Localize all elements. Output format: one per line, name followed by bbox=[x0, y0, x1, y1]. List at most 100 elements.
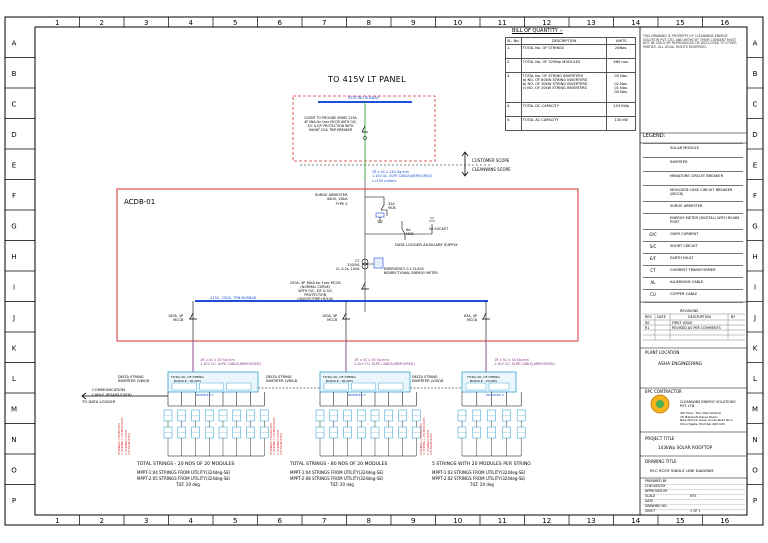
column-label: 8 bbox=[367, 19, 371, 27]
column-label: 7 bbox=[322, 517, 326, 525]
cleanwins-scope-label: CLEANWINS SCOPE bbox=[472, 167, 511, 172]
column-label: 13 bbox=[587, 19, 596, 27]
single-line-diagram bbox=[81, 95, 579, 457]
feeder-3-mppt1: MPPT-1:03 STRINGS FROM UTILITY(324deg-SE… bbox=[432, 470, 526, 475]
surge-arrester-icon bbox=[375, 212, 385, 218]
title-block-key: DATE bbox=[645, 499, 654, 503]
bom-units: 143 kWp bbox=[606, 102, 636, 117]
title-block-key: SHEET bbox=[645, 509, 656, 513]
bom-row: 2. TOTAL No. OF 325Wp MODULES 460 nos. bbox=[505, 58, 636, 73]
company-name: CLEANWINS ENERGY SOLUTIONS PVT. LTD. bbox=[680, 400, 736, 409]
rev-header-date: DATE bbox=[657, 315, 666, 319]
row-label: A bbox=[12, 39, 17, 47]
bom-table: SL. No. DESCRIPTION UNITS 1. TOTAL No. O… bbox=[505, 37, 636, 131]
legend-label: INVERTER bbox=[670, 160, 688, 164]
column-label: 2 bbox=[100, 517, 104, 525]
column-label: 5 bbox=[233, 517, 237, 525]
surge-arrester-label: SURGE ARRESTER 440V, 20kA TYPE 2 bbox=[315, 193, 348, 206]
spd-mcb-label: 32A MCB bbox=[388, 202, 396, 211]
legend-item: SURGE ARRESTER bbox=[643, 201, 743, 214]
rev-row-desc: REVISED AS PER COMMENTS bbox=[672, 326, 721, 330]
row-label: K bbox=[12, 344, 17, 352]
column-label: 15 bbox=[676, 19, 685, 27]
feeder-mccb-icon bbox=[342, 312, 350, 320]
panel-busbar-label: 415V, 250A, TPN BUSBAR bbox=[210, 296, 257, 300]
ct-icon bbox=[361, 258, 369, 266]
feeder-1-cable: 1R x 4C x 35 Sq.mm 1.1kV CU. XLPE CABLE(… bbox=[200, 358, 261, 367]
feeder-1-mppt2: MPPT-2:05 STRINGS FROM UTILITY(324deg-SE… bbox=[137, 476, 231, 481]
acdb-label: ACDB-01 bbox=[124, 198, 156, 206]
row-label: F bbox=[753, 192, 757, 200]
column-label: 7 bbox=[322, 19, 326, 27]
row-label: N bbox=[11, 436, 16, 444]
column-label: 1 bbox=[55, 517, 59, 525]
rev-header-description: DESCRIPTION bbox=[688, 315, 711, 319]
legend-label: MINIATURE CIRCUIT BREAKER bbox=[670, 174, 724, 178]
title-block-value: 1 OF 1 bbox=[690, 509, 701, 513]
legend-label: CURRENT TRANSFORMER bbox=[670, 268, 716, 272]
arrow-left-icon bbox=[81, 392, 87, 400]
bom-row: 1. TOTAL No. OF STRINGS 20Nos. bbox=[505, 44, 636, 59]
feeder-2-mppt2: MPPT-2:08 STRINGS FROM UTILITY(324deg-SE… bbox=[290, 476, 384, 481]
column-label: 3 bbox=[144, 19, 148, 27]
title-block-key: CHECKED BY bbox=[645, 484, 666, 488]
row-label: M bbox=[11, 405, 17, 413]
column-label: 4 bbox=[189, 19, 194, 27]
row-label: I bbox=[754, 283, 756, 291]
bom-header-sl: SL. No. bbox=[505, 37, 522, 45]
legend-label: ALUMINIUM CABLE bbox=[670, 280, 704, 284]
revisions-heading: REVISIONS bbox=[680, 309, 699, 313]
scope-arrow-icon bbox=[461, 151, 469, 177]
top-busbar-label: EXISTING BUSBAR bbox=[348, 96, 379, 100]
legend-label: MOULDED CASE CIRCUIT BREAKER (MCCB) bbox=[670, 188, 733, 196]
row-label: I bbox=[13, 283, 15, 291]
legend-label: SURGE ARRESTER bbox=[670, 204, 703, 208]
column-label: 16 bbox=[720, 517, 729, 525]
row-label: M bbox=[752, 405, 758, 413]
customer-scope-label: CUSTOMER SCOPE bbox=[472, 158, 510, 163]
column-label: 14 bbox=[631, 19, 640, 27]
row-label: L bbox=[753, 375, 757, 383]
legend-item: MOULDED CASE CIRCUIT BREAKER (MCCB) bbox=[643, 185, 743, 202]
legend-abbrev: S/C bbox=[649, 244, 657, 249]
column-label: 15 bbox=[676, 517, 685, 525]
rev-header-rev: REV bbox=[645, 315, 652, 319]
client-scope-note: CLIENT TO PROVIDE SPARE 225A 4P SNA for … bbox=[303, 116, 358, 132]
mppt-box bbox=[226, 382, 252, 391]
bom-row: 5. TOTAL AC CAPACITY 130 kW bbox=[505, 116, 636, 131]
aux-mcb-label: 6A MCB bbox=[406, 228, 414, 237]
column-label: 6 bbox=[278, 19, 283, 27]
socket-icon bbox=[429, 217, 435, 234]
legend-label: SOLAR MODULE bbox=[670, 146, 699, 150]
energy-meter-icon bbox=[373, 257, 384, 269]
feeder-1-mppt1: MPPT-1:04 STRINGS FROM UTILITY(324deg-SE… bbox=[137, 470, 231, 475]
legend-label: OVER CURRENT bbox=[670, 232, 699, 236]
column-label: 10 bbox=[453, 517, 462, 525]
inverter-2-title: INVERTER-2 bbox=[348, 393, 366, 397]
row-label: J bbox=[753, 314, 756, 322]
mppt-box bbox=[488, 382, 510, 391]
feeder-3-mppt2: MPPT-2:02 STRINGS FROM UTILITY(324deg-SE… bbox=[432, 476, 526, 481]
legend-item: SOLAR MODULE bbox=[643, 143, 743, 158]
mppt-box bbox=[465, 382, 487, 391]
legend-label: EARTH FAULT bbox=[670, 256, 694, 260]
solar-module-icon bbox=[647, 146, 659, 154]
socket-label: 5A SOCKET bbox=[429, 227, 449, 231]
ct-label: CT 250/5A CL 0.2s, 10VA bbox=[336, 259, 360, 272]
row-label: D bbox=[752, 131, 757, 139]
column-label: 9 bbox=[411, 517, 415, 525]
feeder-3-mccb: 63A, 4P MCCB bbox=[464, 314, 477, 323]
feeder-2-mppt1: MPPT-1:04 STRINGS FROM UTILITY(324deg-SE… bbox=[290, 470, 384, 475]
company-address: 4th Floor, The International 16 Maharshi… bbox=[680, 411, 733, 426]
column-label: 10 bbox=[453, 19, 462, 27]
feeder-3-strings-note: 5 STRINGS WITH 20 MODULES PER STRING bbox=[432, 462, 531, 467]
column-label: 16 bbox=[720, 19, 729, 27]
earth-icon bbox=[377, 217, 383, 223]
legend-item: ENERGY METER (DIGITAL) WITH RS485 PORT bbox=[643, 213, 743, 230]
inverter-icon bbox=[647, 160, 659, 168]
feeder-3-tilt: TILT: 20 deg bbox=[470, 482, 494, 487]
column-label: 6 bbox=[278, 517, 283, 525]
